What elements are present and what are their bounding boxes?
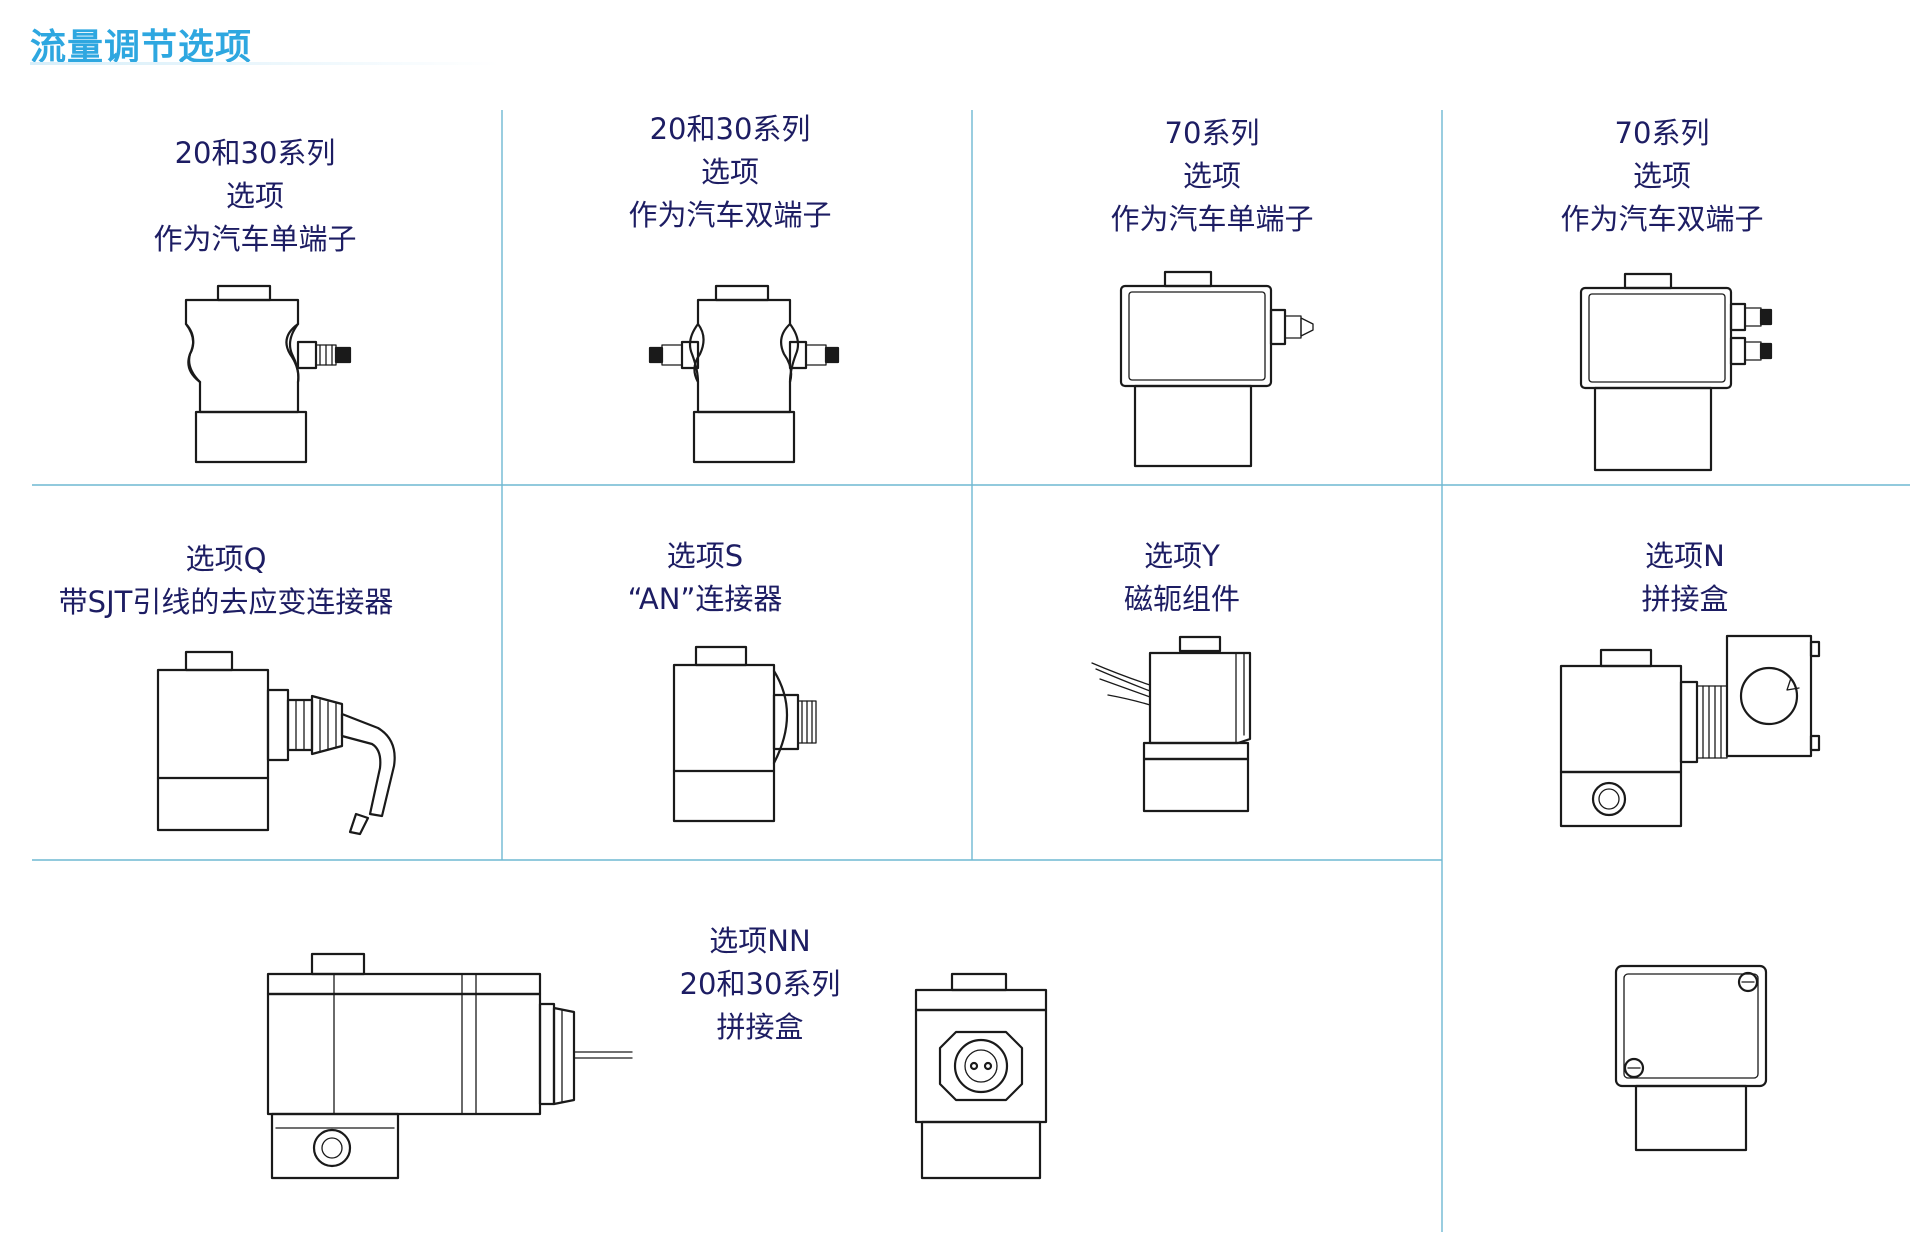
valve-nn-junction-box-side-drawing (266, 952, 633, 1180)
caption-line: 选项 (700, 155, 759, 189)
option-caption-o7: 选项Y 磁轭组件 (1082, 535, 1282, 621)
option-caption-o6: 选项S “AN”连接器 (590, 535, 820, 621)
option-caption-o9: 选项NN 20和30系列 拼接盒 (660, 920, 860, 1049)
caption-line: 20和30系列 (649, 112, 811, 146)
caption-line: 选项Q (185, 542, 267, 576)
valve-junction-box-drawing (1559, 634, 1821, 828)
caption-line: 70系列 (1614, 116, 1710, 150)
valve-single-terminal-drawing (184, 284, 352, 464)
caption-line: 拼接盒 (1641, 582, 1729, 616)
caption-line: 作为汽车单端子 (153, 222, 357, 256)
option-caption-o1: 20和30系列 选项 作为汽车单端子 (120, 132, 390, 261)
option-caption-o8: 选项N 拼接盒 (1590, 535, 1780, 621)
caption-line: 20和30系列 (174, 136, 336, 170)
valve-strain-relief-connector-drawing (156, 650, 396, 836)
title-underline (30, 62, 500, 65)
caption-line: 作为汽车双端子 (628, 198, 832, 232)
valve-junction-box-top-drawing (1614, 964, 1768, 1152)
valve-70-double-terminal-drawing (1579, 272, 1773, 472)
caption-line: 选项Y (1144, 539, 1220, 573)
option-caption-o4: 70系列 选项 作为汽车双端子 (1522, 112, 1802, 241)
valve-70-single-terminal-drawing (1119, 270, 1314, 468)
caption-line: “AN”连接器 (627, 582, 783, 616)
valve-double-terminal-drawing (648, 284, 840, 464)
caption-line: 带SJT引线的去应变连接器 (58, 585, 394, 619)
page-title: 流量调节选项 (30, 27, 253, 68)
caption-line: 选项 (1632, 159, 1691, 193)
caption-line: 拼接盒 (716, 1010, 804, 1044)
caption-line: 作为汽车单端子 (1110, 202, 1314, 236)
option-caption-o2: 20和30系列 选项 作为汽车双端子 (590, 108, 870, 237)
caption-line: 70系列 (1164, 116, 1260, 150)
caption-line: 选项S (666, 539, 744, 573)
caption-line: 选项N (1645, 539, 1725, 573)
caption-line: 作为汽车双端子 (1560, 202, 1764, 236)
caption-line: 选项 (225, 179, 284, 213)
caption-line: 选项 (1182, 159, 1241, 193)
caption-line: 选项NN (709, 924, 811, 958)
caption-line: 20和30系列 (679, 967, 841, 1001)
option-caption-o3: 70系列 选项 作为汽车单端子 (1072, 112, 1352, 241)
option-caption-o5: 选项Q 带SJT引线的去应变连接器 (36, 538, 416, 624)
valve-nn-junction-box-front-drawing (914, 972, 1048, 1180)
valve-yoke-assembly-drawing (1091, 635, 1252, 813)
valve-an-connector-drawing (672, 645, 817, 823)
caption-line: 磁轭组件 (1123, 582, 1240, 616)
